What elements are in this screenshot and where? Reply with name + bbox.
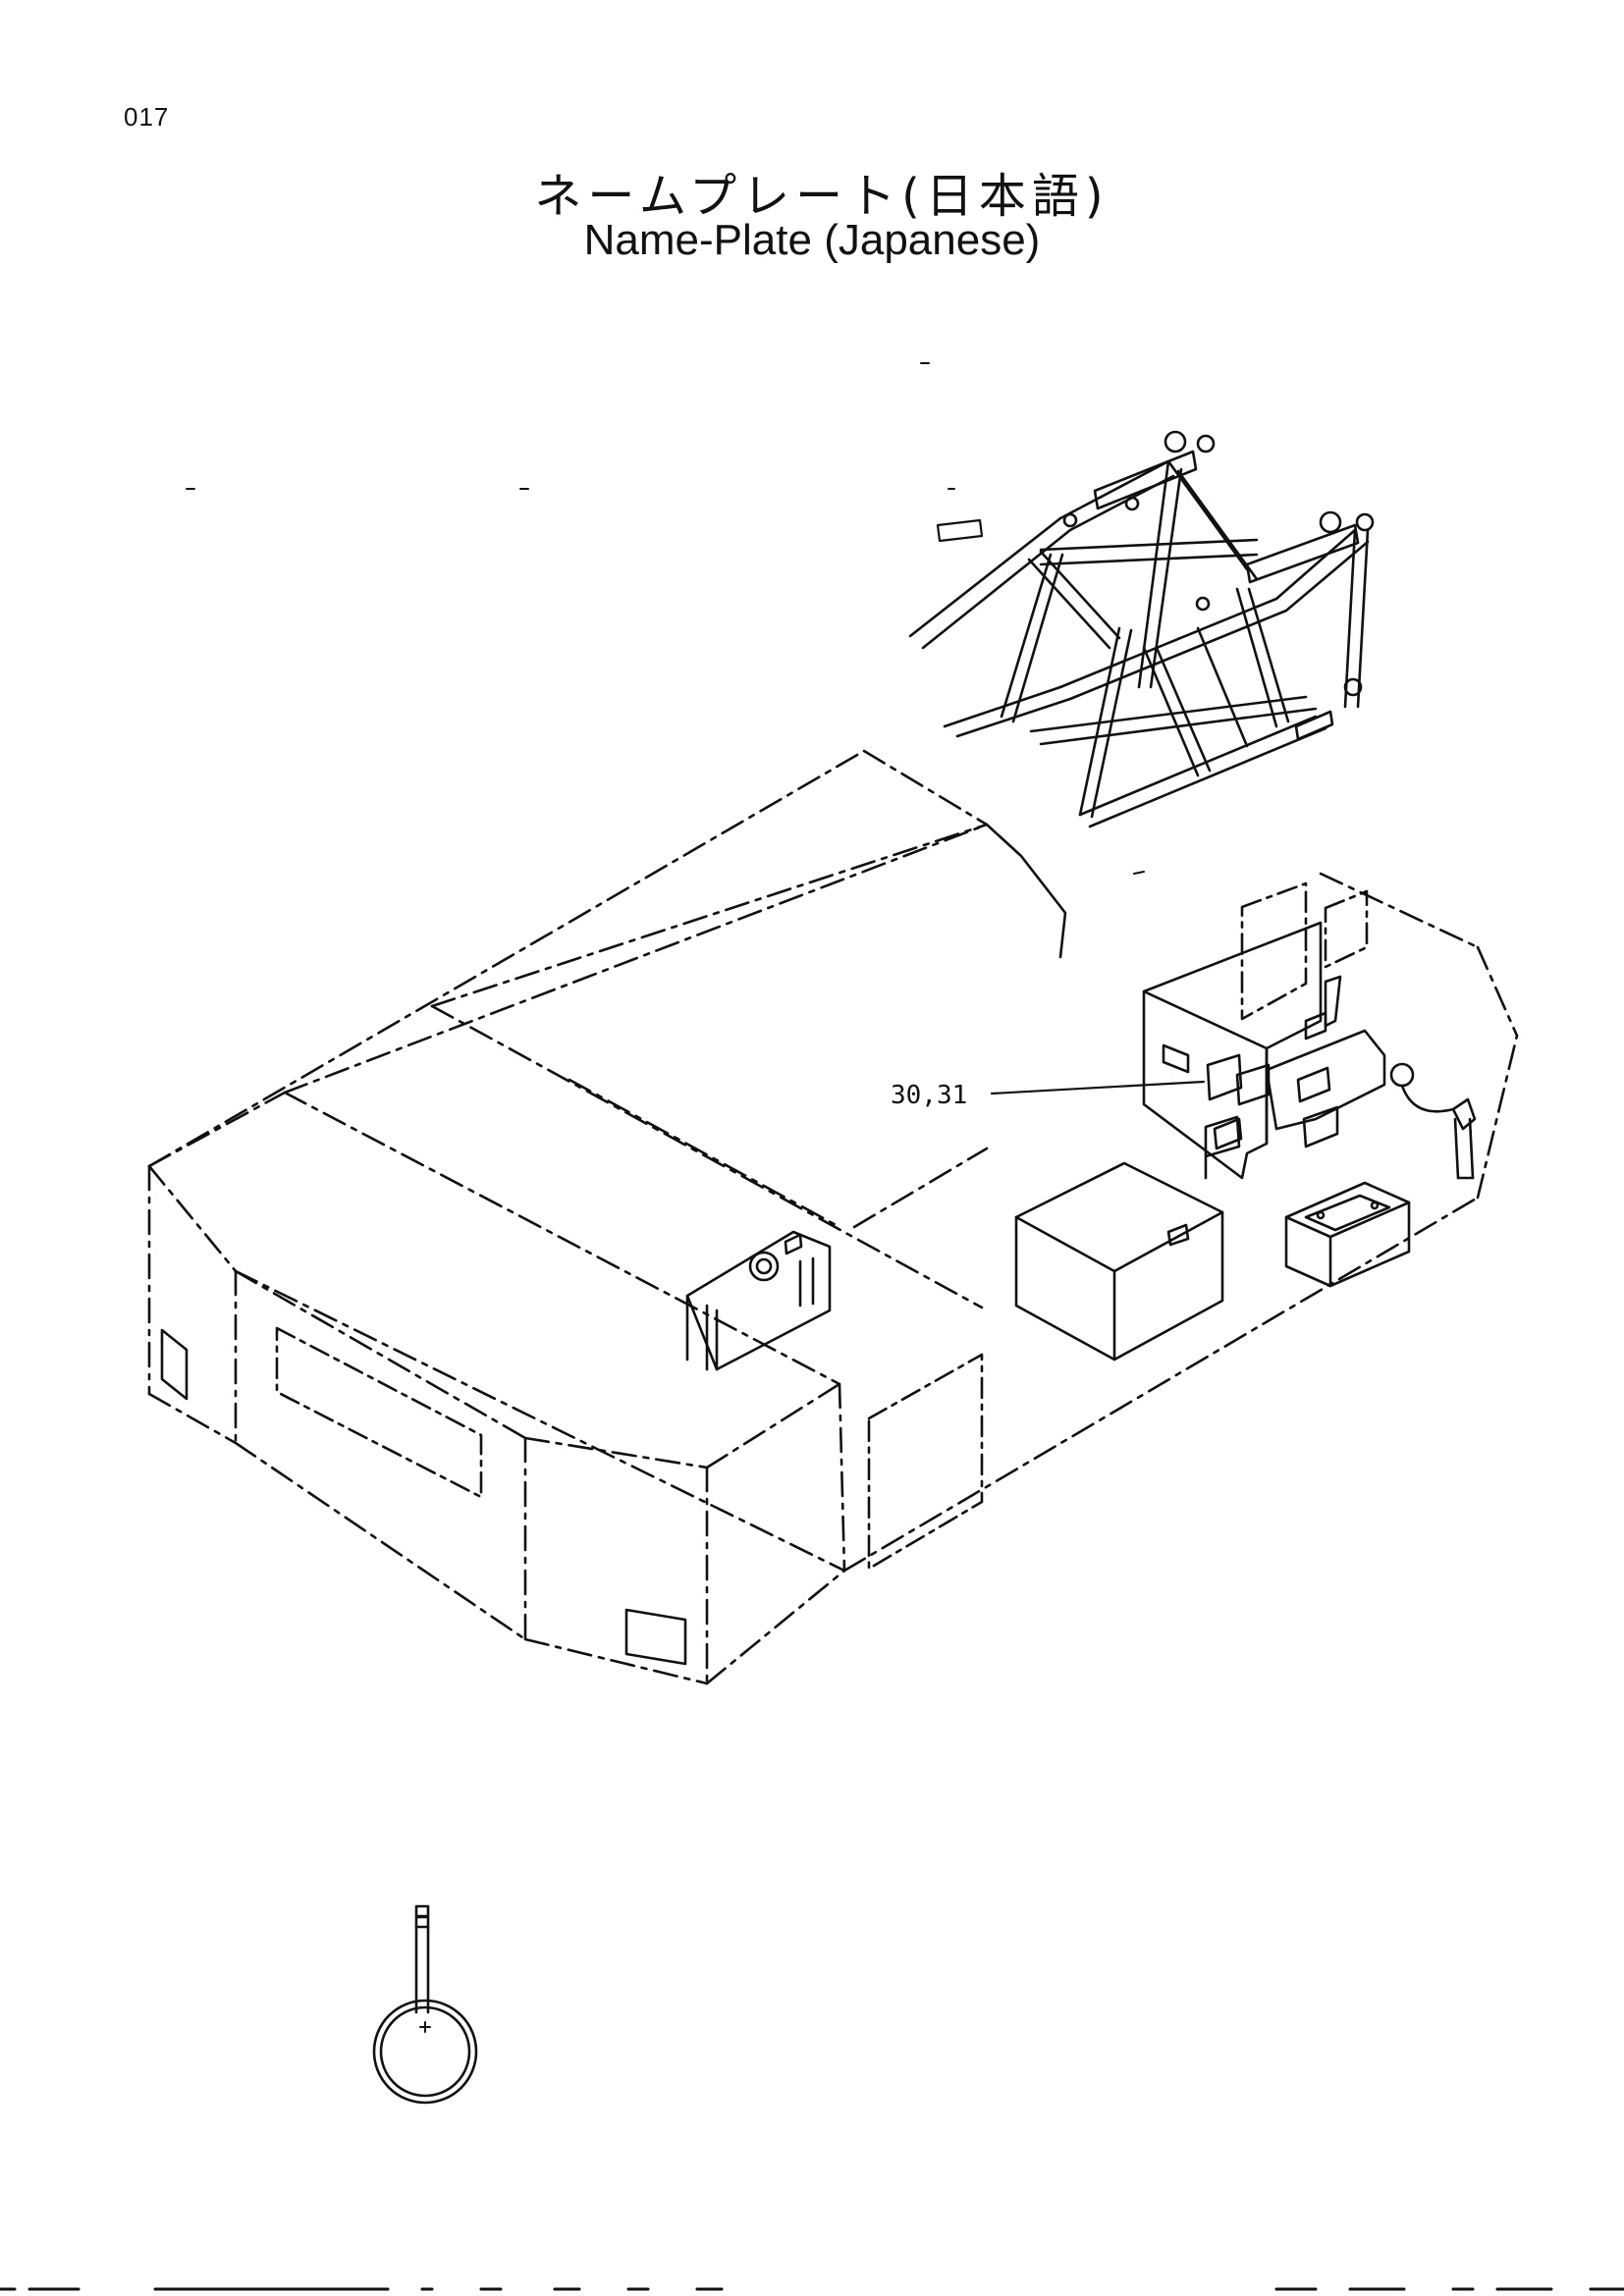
page-number: 017 [124, 102, 170, 132]
battery-box [1284, 1181, 1411, 1288]
boom-foot-edge [985, 823, 1067, 959]
boom-lattice-section [908, 430, 1375, 828]
hose-fitting [1389, 1062, 1477, 1180]
scan-marks [186, 362, 1145, 875]
ring-clamp [372, 1904, 478, 2105]
side-panels [275, 881, 1369, 1571]
title-english: Name-Plate (Japanese) [583, 216, 1041, 264]
callout-leader [990, 1080, 1206, 1095]
tool-box [1014, 1161, 1224, 1362]
front-right-panel [624, 1608, 687, 1666]
cab-assembly [1142, 921, 1386, 1180]
title-japanese: ネームプレート(日本語) [534, 169, 1110, 224]
front-left-panel [160, 1328, 189, 1401]
fuel-tank [685, 1230, 832, 1371]
upperstructure-outline [147, 749, 1519, 1685]
callout-label: 30,31 [891, 1081, 967, 1110]
